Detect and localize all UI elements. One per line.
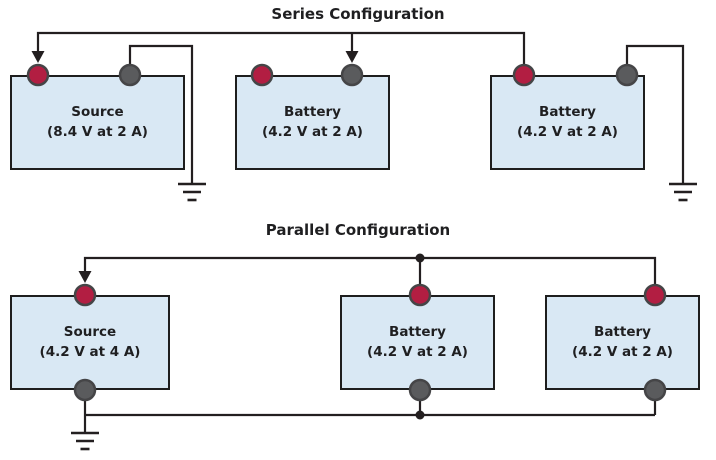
positive-terminal (408, 283, 432, 307)
down-arrow-icon (78, 271, 92, 283)
ground-icon (178, 182, 206, 202)
series-configuration-title: Series Configuration (271, 5, 445, 23)
parallel-wires (83, 256, 657, 433)
series-battery2-neg-ground-wire (625, 44, 685, 184)
parallel-battery2-spec: (4.2 V at 2 A) (572, 344, 673, 360)
positive-terminal (250, 63, 274, 87)
positive-terminal (512, 63, 536, 87)
series-source-box: Source (8.4 V at 2 A) (10, 75, 185, 170)
current-arrows (31, 51, 359, 283)
parallel-battery1-label: Battery (389, 324, 446, 340)
parallel-configuration-title: Parallel Configuration (265, 221, 451, 239)
negative-terminal (643, 378, 667, 402)
negative-terminal (340, 63, 364, 87)
down-arrow-icon (345, 51, 359, 63)
down-arrow-icon (31, 51, 45, 63)
parallel-source-spec: (4.2 V at 4 A) (39, 344, 141, 360)
series-battery2-spec: (4.2 V at 2 A) (517, 124, 618, 140)
junction-dot (415, 410, 425, 420)
positive-terminal (73, 283, 97, 307)
series-battery2-label: Battery (539, 104, 596, 120)
positive-terminal (643, 283, 667, 307)
series-terminals (26, 63, 639, 87)
series-source-neg-ground-wire (128, 44, 194, 184)
series-source-spec: (8.4 V at 2 A) (47, 124, 148, 140)
series-battery1-spec: (4.2 V at 2 A) (262, 124, 363, 140)
junction-dot (415, 253, 425, 263)
parallel-top-bus-wire (83, 256, 657, 290)
series-battery2-box: Battery (4.2 V at 2 A) (490, 75, 645, 170)
parallel-battery2-box: Battery (4.2 V at 2 A) (545, 295, 700, 390)
series-source-label: Source (71, 104, 124, 120)
parallel-battery1-spec: (4.2 V at 2 A) (367, 344, 468, 360)
negative-terminal (408, 378, 432, 402)
parallel-source-label: Source (63, 324, 117, 340)
series-wires (36, 31, 685, 184)
negative-terminal (73, 378, 97, 402)
negative-terminal (118, 63, 142, 87)
parallel-terminals (73, 283, 667, 402)
series-top-bus-wire (36, 31, 526, 70)
positive-terminal (26, 63, 50, 87)
ground-icon (669, 182, 697, 202)
series-battery1-box: Battery (4.2 V at 2 A) (235, 75, 390, 170)
parallel-battery2-label: Battery (594, 324, 651, 340)
series-battery1-label: Battery (284, 104, 341, 120)
ground-icon (71, 431, 99, 451)
negative-terminal (615, 63, 639, 87)
